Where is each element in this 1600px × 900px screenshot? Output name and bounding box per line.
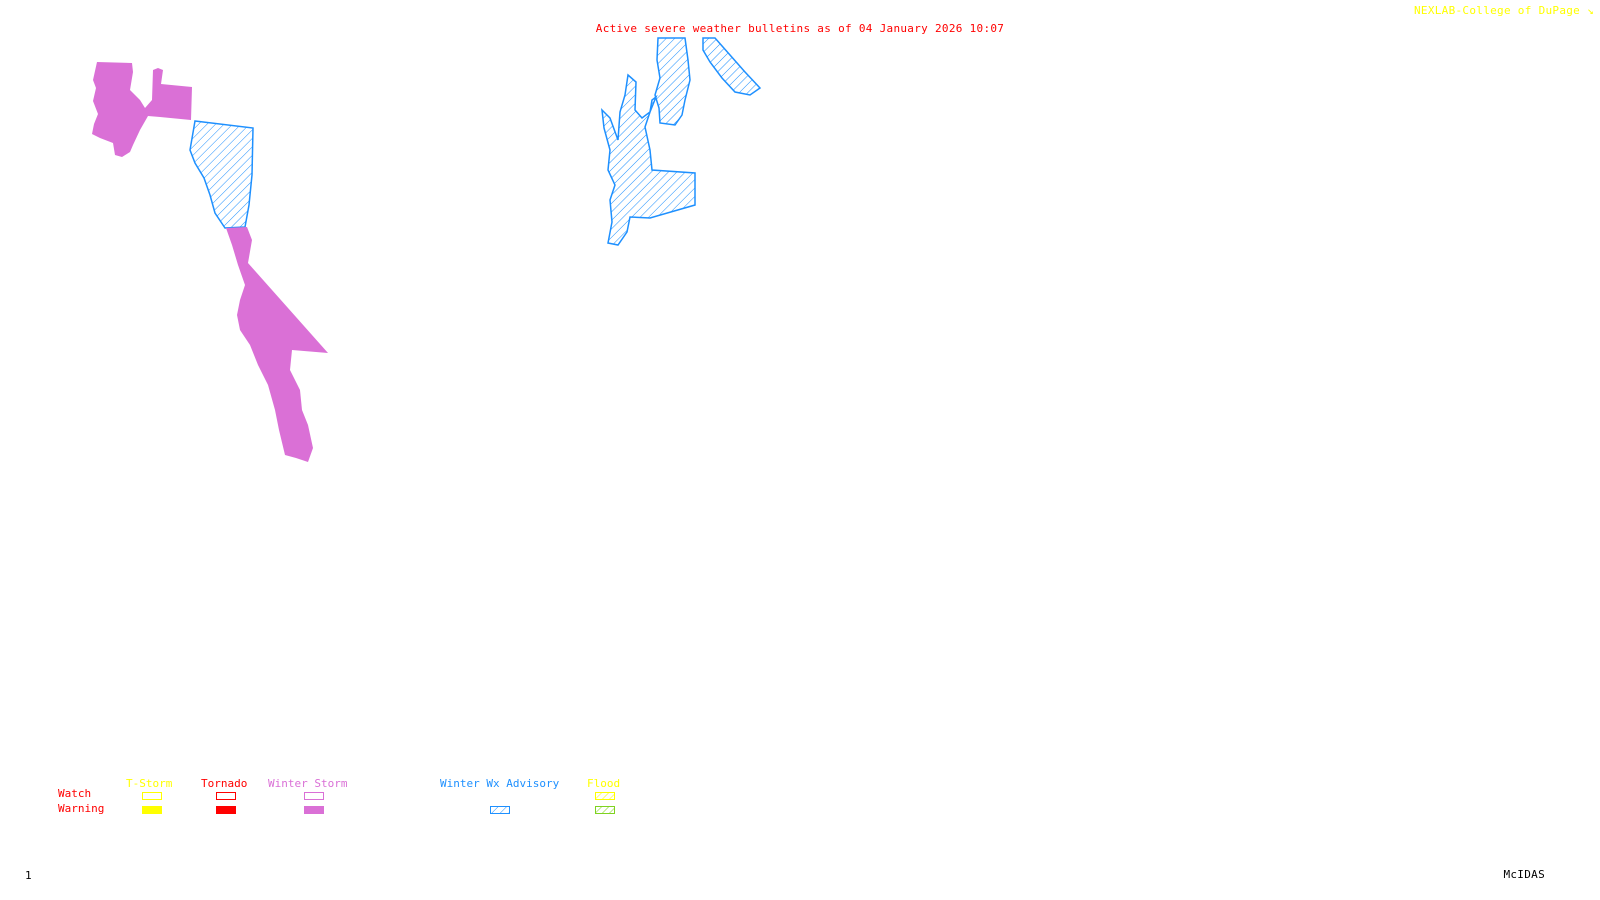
credit-label: NEXLAB-College of DuPage ↘ (1414, 5, 1594, 17)
winter-storm-warning-swatch (304, 806, 324, 814)
winter-wx-advisory-area-central (601, 73, 696, 246)
arrow-corner-icon: ↘ (1587, 4, 1594, 17)
legend-row-warning: Warning (58, 802, 105, 815)
winter-storm-warning-area-northwest (92, 62, 192, 157)
legend-header-flood: Flood (587, 777, 621, 790)
legend-header-tornado: Tornado (201, 777, 248, 790)
tornado-watch-swatch (216, 792, 236, 800)
credit-text: NEXLAB-College of DuPage (1413, 4, 1581, 17)
legend-row-watch: Watch (58, 787, 92, 800)
winter-wx-advisory-area-north-central (654, 37, 691, 126)
software-label: McIDAS (1503, 868, 1545, 881)
legend-header-winter-storm: Winter Storm (268, 777, 348, 790)
legend-header-tstorm: T-Storm (126, 777, 173, 790)
flood-watch-swatch (595, 792, 615, 800)
flood-warning-swatch (595, 806, 615, 814)
winter-storm-watch-swatch (304, 792, 324, 800)
legend-header-winter-wx-advisory: Winter Wx Advisory (440, 777, 560, 790)
winter-wx-advisory-swatch (490, 806, 510, 814)
winter-storm-warning-area-southwest (226, 227, 328, 462)
winter-wx-advisory-area-northeast-strip (702, 37, 762, 96)
tstorm-watch-swatch (142, 792, 162, 800)
map-title: Active severe weather bulletins as of 04… (595, 22, 1005, 35)
frame-number: 1 (25, 869, 32, 882)
tornado-warning-swatch (216, 806, 236, 814)
tstorm-warning-swatch (142, 806, 162, 814)
winter-wx-advisory-area-west (189, 120, 254, 229)
